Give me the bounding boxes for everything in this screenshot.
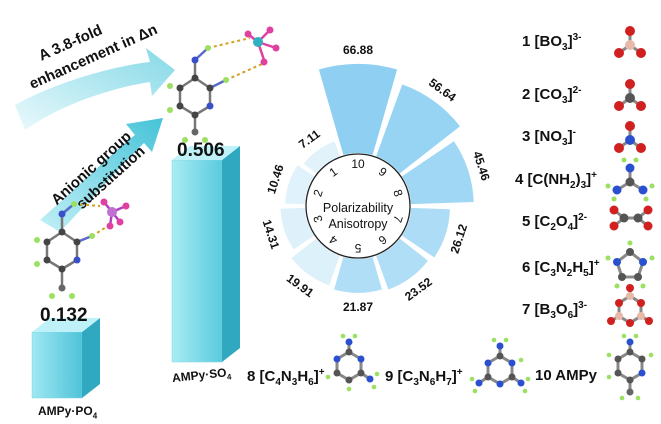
polar-petal-1 xyxy=(303,141,340,174)
species-item-10: 10 AMPy xyxy=(535,367,597,384)
upper-arrow xyxy=(15,48,175,130)
bo3-icon xyxy=(614,26,646,58)
species-number: 3 xyxy=(522,128,535,145)
bar-left-value: 0.132 xyxy=(40,305,88,326)
species-number: 9 xyxy=(385,368,398,385)
species-formula: AMPy xyxy=(555,367,597,384)
species-number: 8 xyxy=(247,368,260,385)
polar-petals xyxy=(280,64,474,293)
species-item-2: 2 [CO3]2- xyxy=(522,85,581,106)
polar-petal-2 xyxy=(285,165,315,205)
polar-value-10: 66.88 xyxy=(343,43,373,57)
species-charge: 3- xyxy=(578,300,588,311)
species-item-6: 6 [C3N2H5]+ xyxy=(522,258,600,279)
polar-index-5: 5 xyxy=(354,241,361,255)
bar-ampy-so4 xyxy=(171,146,240,363)
guanidinium-icon xyxy=(605,157,655,202)
species-formula: [C4N3H6] xyxy=(259,368,319,388)
species-charge: + xyxy=(318,367,325,378)
c4n3h6-icon xyxy=(325,333,380,392)
co3-icon xyxy=(614,79,646,111)
polar-petal-3 xyxy=(280,207,315,250)
species-number: 1 xyxy=(522,33,535,50)
polar-index-3: 3 xyxy=(310,213,325,224)
species-formula: [BO3] xyxy=(534,33,573,53)
species-item-5: 5 [C2O4]2- xyxy=(522,212,587,233)
species-number: 10 xyxy=(535,367,556,384)
lower-arrow xyxy=(40,118,163,232)
polar-value-5: 21.87 xyxy=(343,300,373,314)
species-item-8: 8 [C4N3H6]+ xyxy=(247,367,325,388)
polar-petal-9 xyxy=(376,84,460,174)
no3-icon xyxy=(614,121,646,153)
species-charge: + xyxy=(591,170,597,181)
c3n6h7-icon xyxy=(469,337,531,394)
species-item-1: 1 [BO3]3- xyxy=(522,32,581,53)
species-number: 4 xyxy=(515,171,528,188)
species-formula: [C(NH2)3] xyxy=(527,171,592,191)
polar-index-2: 2 xyxy=(310,187,325,198)
species-number: 2 xyxy=(522,86,535,103)
species-charge: 3- xyxy=(572,32,582,43)
polar-center-circle xyxy=(305,153,411,259)
bar-right-value: 0.506 xyxy=(177,140,225,161)
polar-index-8: 8 xyxy=(390,188,405,199)
polar-petal-6 xyxy=(376,238,428,290)
species-item-9: 9 [C3N6H7]+ xyxy=(385,367,463,388)
polar-petal-7 xyxy=(401,207,450,258)
bar-left-label: AMPy·PO4 xyxy=(38,404,97,420)
bar-left-label-text: AMPy·PO xyxy=(38,404,93,418)
b3o6-icon xyxy=(607,284,653,327)
polar-petal-5 xyxy=(334,256,382,293)
species-charge: 2- xyxy=(572,85,582,96)
species-item-4: 4 [C(NH2)3]+ xyxy=(515,170,597,191)
species-item-7: 7 [B3O6]3- xyxy=(522,300,587,321)
polar-petal-8 xyxy=(401,141,474,205)
ampy-icon xyxy=(606,333,654,401)
imidazolium-icon xyxy=(605,240,655,289)
species-item-3: 3 [NO3]- xyxy=(522,127,576,148)
species-number: 5 xyxy=(522,213,535,230)
species-formula: [C3N2H5] xyxy=(534,259,594,279)
polar-petal-4 xyxy=(291,238,340,286)
species-formula: [C2O4] xyxy=(534,213,579,233)
species-formula: [CO3] xyxy=(534,86,573,106)
bar-ampy-po4 xyxy=(31,318,100,399)
species-charge: - xyxy=(572,127,576,138)
polar-center-line2: Anisotropy xyxy=(328,217,388,231)
species-formula: [B3O6] xyxy=(534,301,579,321)
species-formula: [C3N6H7] xyxy=(397,368,457,388)
polar-index-7: 7 xyxy=(390,214,405,225)
polar-petal-10 xyxy=(318,64,398,156)
polar-index-10: 10 xyxy=(351,157,365,171)
species-number: 6 xyxy=(522,259,535,276)
species-number: 7 xyxy=(522,301,535,318)
species-charge: + xyxy=(593,258,600,269)
oxalate-icon xyxy=(609,205,653,231)
species-formula: [NO3] xyxy=(534,128,573,148)
species-charge: + xyxy=(456,367,463,378)
species-charge: 2- xyxy=(578,212,588,223)
bar-left-label-sub: 4 xyxy=(92,411,98,421)
polar-center-line1: Polarizability xyxy=(323,201,394,215)
